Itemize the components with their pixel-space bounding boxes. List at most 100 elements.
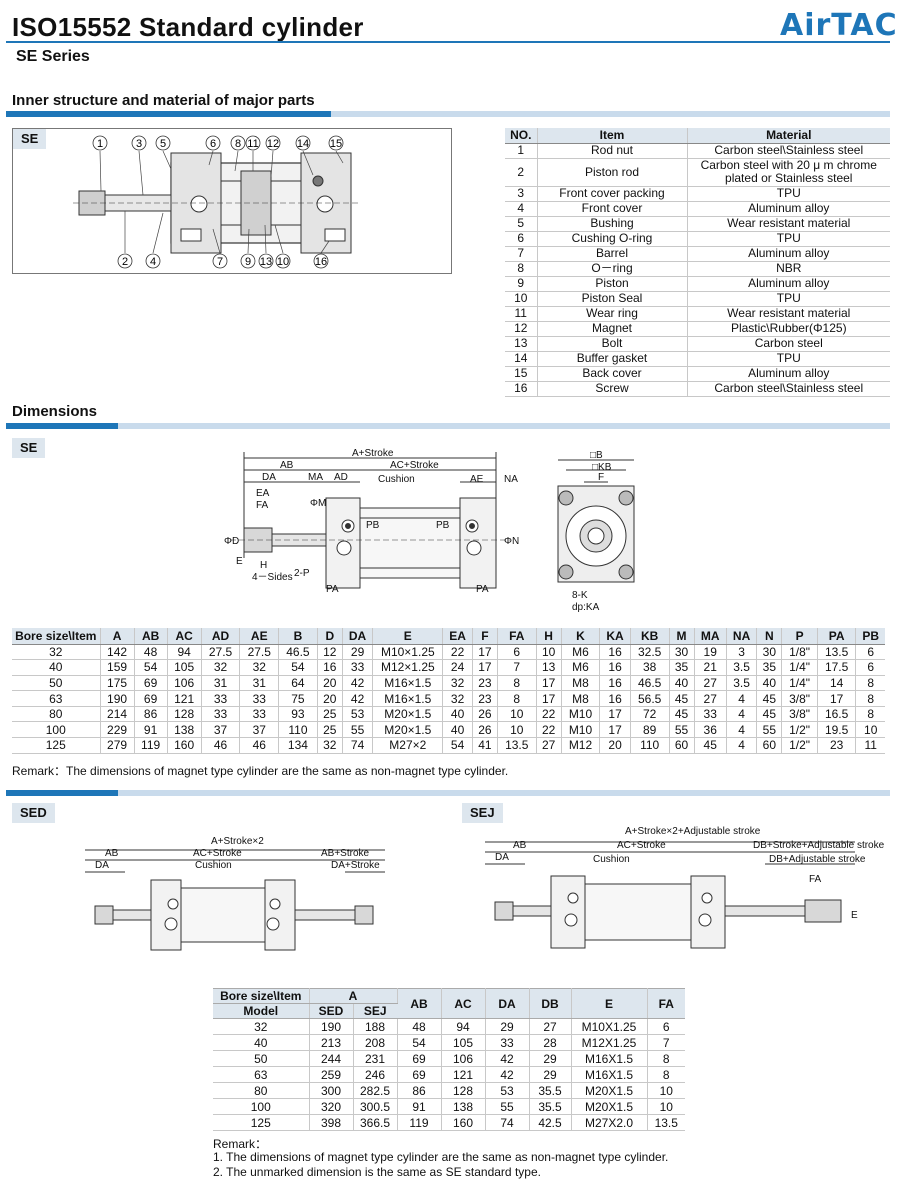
label-h: H bbox=[260, 560, 267, 571]
se-dimensions-cell: 4 bbox=[726, 737, 758, 754]
se-dimensions-cell: 63 bbox=[12, 690, 101, 707]
se-dimensions-header-cell: D bbox=[317, 628, 343, 645]
se-dimensions-cell: 27.5 bbox=[239, 644, 280, 661]
sed-sej-cell: 29 bbox=[529, 1050, 572, 1067]
materials-cell: Bolt bbox=[537, 336, 688, 352]
callout-circle bbox=[313, 253, 329, 269]
se-dimensions-cell: 229 bbox=[100, 721, 135, 739]
callout-circle bbox=[265, 135, 281, 151]
materials-cell: O－ring bbox=[537, 261, 688, 277]
se-dimensions-cell: 40 bbox=[442, 721, 473, 739]
materials-cell: Carbon steel bbox=[687, 336, 890, 352]
label-phi-d: ΦD bbox=[224, 536, 239, 547]
se-dimensions-cell: 37 bbox=[201, 721, 241, 739]
se-dimensions-cell: 33 bbox=[342, 659, 374, 676]
se-dimensions-cell: 23 bbox=[817, 737, 857, 754]
sed-sej-cell: 8 bbox=[647, 1066, 685, 1083]
callout-number: 12 bbox=[267, 138, 279, 150]
se-dimensions-cell: 75 bbox=[278, 690, 318, 707]
sed-header-ab: AB bbox=[397, 988, 442, 1019]
se-dimensions-header-cell: E bbox=[372, 628, 444, 645]
sed-sej-cell: M27X2.0 bbox=[571, 1114, 648, 1131]
se-dimensions-cell: 72 bbox=[630, 706, 670, 723]
sed-sej-cell: 28 bbox=[529, 1034, 572, 1051]
se-dimensions-header-cell: H bbox=[536, 628, 562, 645]
se-dimensions-cell: M10 bbox=[561, 706, 601, 723]
se-dimensions-cell: 16 bbox=[599, 659, 631, 676]
label-pa-left: PA bbox=[326, 584, 339, 595]
se-dimensions-cell: 40 bbox=[12, 659, 101, 676]
se-dimensions-cell: 1/2" bbox=[781, 721, 818, 739]
sed-sej-cell: 320 bbox=[309, 1098, 354, 1115]
series-subtitle: SE Series bbox=[16, 48, 90, 65]
materials-cell: Plastic\Rubber(Φ125) bbox=[687, 321, 890, 337]
sed-label-a-stroke2: A+Stroke×2 bbox=[211, 836, 264, 847]
sed-sej-cell: M16X1.5 bbox=[571, 1050, 648, 1067]
materials-cell: 8 bbox=[505, 261, 538, 277]
sed-sej-cell: 10 bbox=[647, 1098, 685, 1115]
se-dimensions-cell: 91 bbox=[134, 721, 168, 739]
label-f: F bbox=[598, 472, 604, 483]
se-dimensions-cell: 26 bbox=[472, 721, 498, 739]
structure-heading-rule bbox=[6, 111, 890, 117]
se-dimensions-cell: 29 bbox=[342, 644, 374, 661]
sed-sej-cell: 121 bbox=[441, 1066, 486, 1083]
sed-sej-cell: 105 bbox=[441, 1034, 486, 1051]
sed-sej-cell: 50 bbox=[213, 1050, 310, 1067]
label-pb-left: PB bbox=[366, 520, 380, 531]
sed-label-ac-stroke: AC+Stroke bbox=[193, 848, 242, 859]
sej-label-cushion: Cushion bbox=[593, 854, 630, 865]
se-dimensions-cell: 119 bbox=[134, 737, 168, 754]
sed-header-db: DB bbox=[529, 988, 572, 1019]
se-dimensions-header-cell: N bbox=[756, 628, 783, 645]
materials-cell: 5 bbox=[505, 216, 538, 232]
se-dimensions-cell: M12×1.25 bbox=[372, 659, 444, 676]
se-dimensions-cell: M16×1.5 bbox=[372, 690, 444, 707]
dimensions-heading: Dimensions bbox=[12, 403, 98, 420]
se-dimensions-cell: 64 bbox=[278, 675, 318, 692]
callout-number: 14 bbox=[297, 138, 309, 150]
label-8-k: 8-K bbox=[572, 590, 588, 601]
se-dimensions-cell: 24 bbox=[442, 659, 473, 676]
se-dimensions-cell: 3 bbox=[726, 644, 758, 661]
se-dimensions-header-cell: Bore size\Item bbox=[12, 628, 101, 645]
callout-circle bbox=[295, 135, 311, 151]
se-dimensions-cell: 13 bbox=[536, 659, 562, 676]
structure-heading: Inner structure and material of major pa… bbox=[12, 92, 315, 109]
se-dimensions-cell: 48 bbox=[134, 644, 168, 661]
se-dimensions-cell: 134 bbox=[278, 737, 318, 754]
se-dimensions-cell: 6 bbox=[497, 644, 537, 661]
materials-cell: Magnet bbox=[537, 321, 688, 337]
materials-cell: Back cover bbox=[537, 366, 688, 382]
se-dimensions-cell: 33 bbox=[201, 706, 241, 723]
se-dimensions-cell: 8 bbox=[855, 675, 885, 692]
se-dimensions-cell: M20×1.5 bbox=[372, 706, 444, 723]
sed-sej-cell: 208 bbox=[353, 1034, 398, 1051]
se-dimensions-cell: 214 bbox=[100, 706, 135, 723]
se-dimensions-cell: 36 bbox=[694, 721, 727, 739]
se-dimensions-cell: 11 bbox=[855, 737, 885, 754]
sed-sej-cell: 35.5 bbox=[529, 1098, 572, 1115]
materials-cell: 10 bbox=[505, 291, 538, 307]
se-dimensions-cell: 46.5 bbox=[630, 675, 670, 692]
callout-circle bbox=[92, 135, 108, 151]
sed-sej-cell: 10 bbox=[647, 1082, 685, 1099]
callout-circle bbox=[275, 253, 291, 269]
se-dimensions-cell: 23 bbox=[472, 690, 498, 707]
se-dimensions-cell: 138 bbox=[167, 721, 202, 739]
sed-header-a: A bbox=[309, 988, 398, 1004]
materials-cell: 13 bbox=[505, 336, 538, 352]
se-dimensions-cell: 142 bbox=[100, 644, 135, 661]
se-dimensions-cell: M6 bbox=[561, 659, 601, 676]
label-ab: AB bbox=[280, 460, 294, 471]
se-dimensions-cell: M12 bbox=[561, 737, 601, 754]
materials-cell: 7 bbox=[505, 246, 538, 262]
se-dimensions-cell: 27 bbox=[536, 737, 562, 754]
se-dimensions-cell: 8 bbox=[855, 690, 885, 707]
se-dimensions-cell: 89 bbox=[630, 721, 670, 739]
sed-sej-cell: 6 bbox=[647, 1018, 685, 1035]
callout-circle bbox=[258, 253, 274, 269]
